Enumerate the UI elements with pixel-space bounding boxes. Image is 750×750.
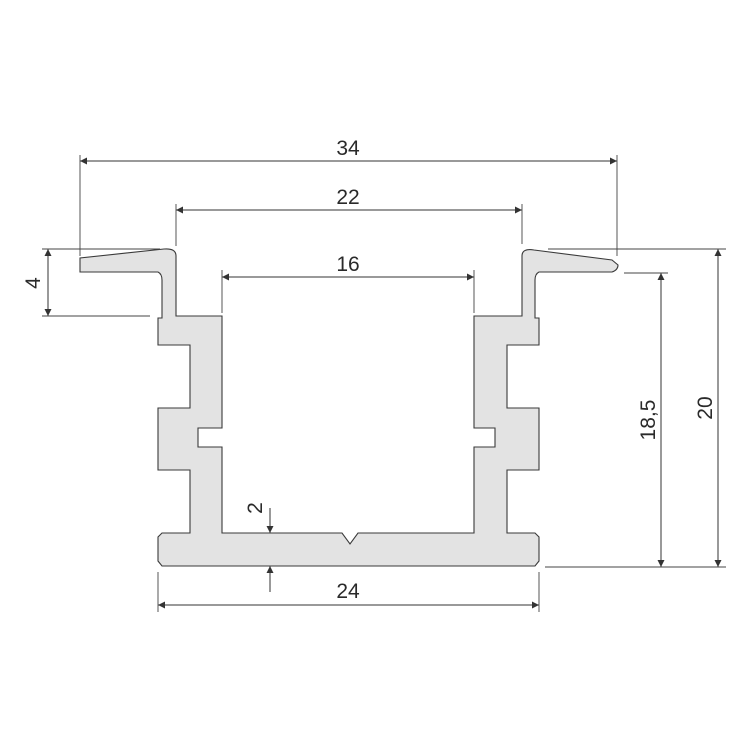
label-flange-thickness: 4 (22, 277, 45, 289)
label-inner-height: 18,5 (637, 400, 660, 441)
label-base-thickness: 2 (244, 502, 267, 514)
label-base-width: 24 (336, 580, 360, 603)
dimension-lines (44, 157, 722, 609)
label-overall-width: 34 (336, 137, 360, 160)
label-inner-width: 16 (336, 253, 359, 276)
dimension-labels: 34 22 16 4 2 24 18,5 20 (22, 137, 717, 603)
label-opening-width: 22 (336, 186, 359, 209)
aluminium-profile-section (79, 248, 619, 567)
label-total-height: 20 (694, 396, 717, 419)
